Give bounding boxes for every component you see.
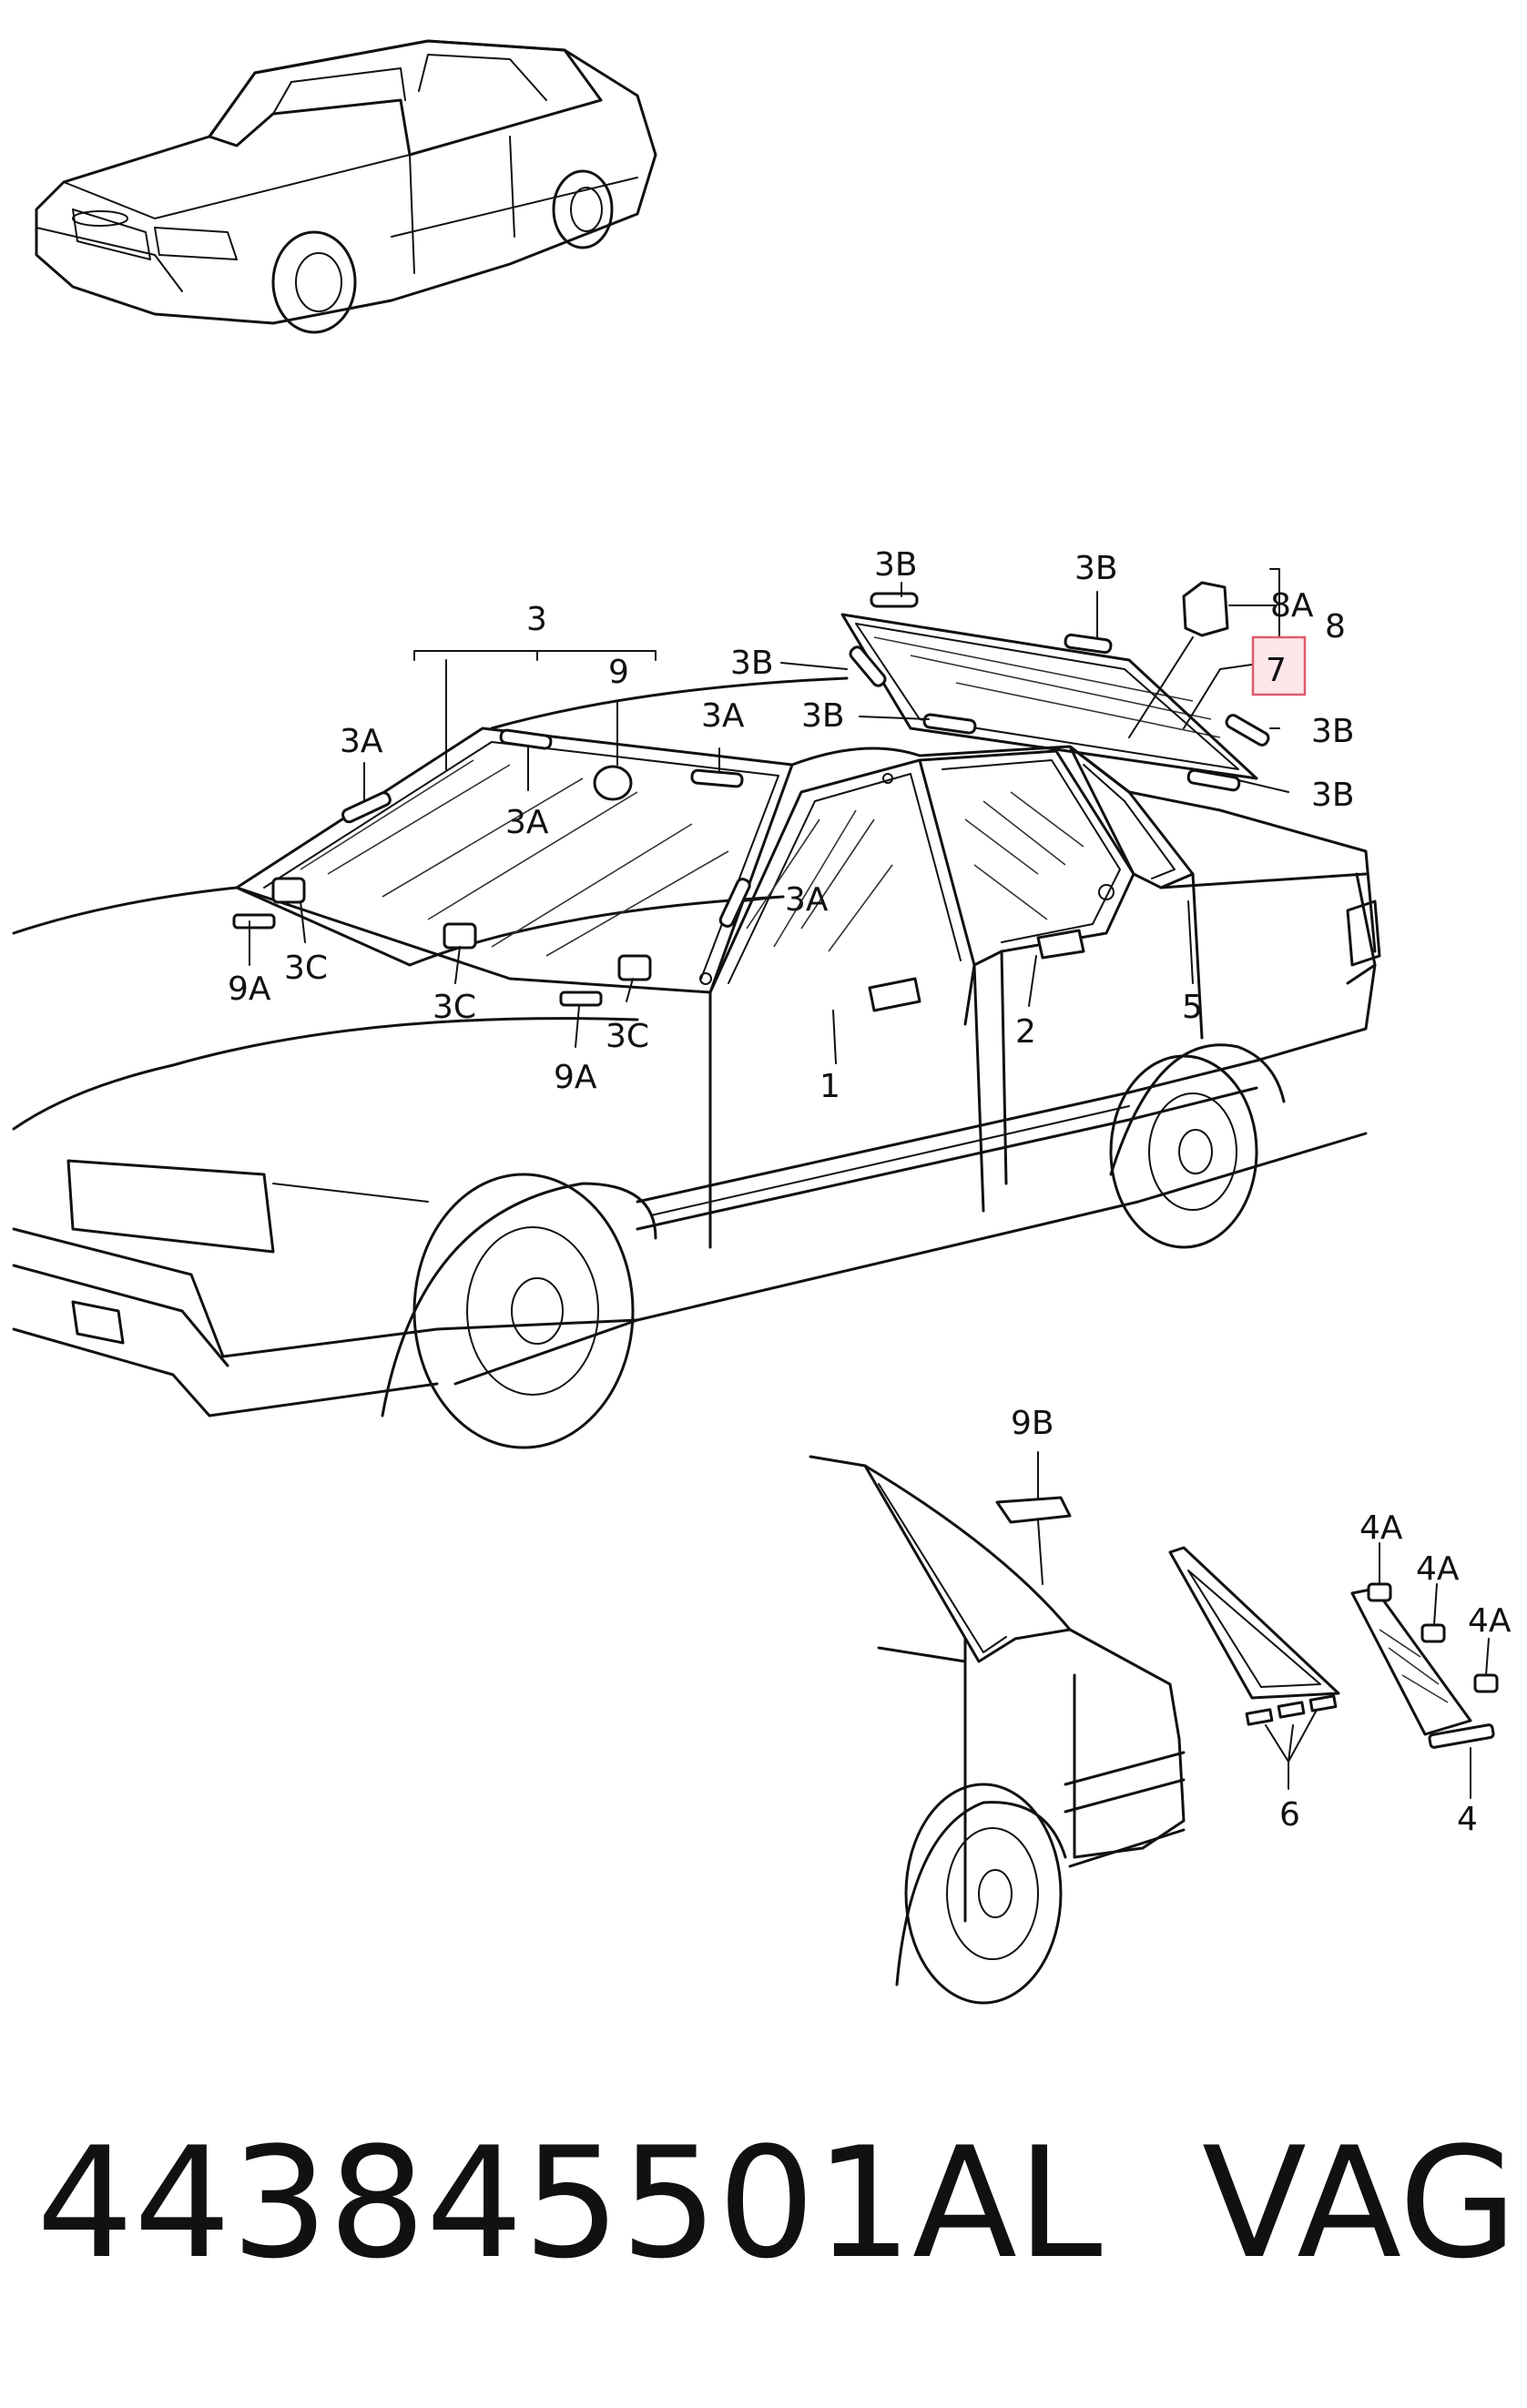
label-2: 2 — [1015, 1013, 1036, 1051]
label-4: 4 — [1457, 1801, 1478, 1838]
label-3B-right2: 3B — [1311, 777, 1355, 814]
label-9: 9 — [608, 654, 629, 691]
label-3C-mid: 3C — [433, 989, 476, 1026]
label-1: 1 — [819, 1068, 840, 1105]
label-3A-left: 3A — [340, 723, 383, 760]
label-9A-right: 9A — [554, 1059, 597, 1096]
rear-window — [840, 613, 1258, 780]
label-9B: 9B — [1011, 1405, 1054, 1442]
label-3B-left: 3B — [730, 645, 774, 682]
label-3A-door: 3A — [785, 881, 829, 919]
label-4A-2: 4A — [1416, 1550, 1460, 1588]
label-4A-1: 4A — [1359, 1509, 1403, 1547]
label-8A: 8A — [1270, 587, 1314, 625]
label-5: 5 — [1182, 989, 1203, 1026]
highlight-box — [1251, 635, 1307, 696]
label-3B-upper: 3B — [1074, 550, 1118, 587]
label-4A-3: 4A — [1468, 1602, 1512, 1640]
rear-detail-view — [809, 1451, 1499, 2005]
overview-car — [35, 39, 657, 334]
label-9A-left: 9A — [228, 970, 271, 1008]
label-3B-right1: 3B — [1311, 713, 1355, 750]
label-3C-right: 3C — [606, 1018, 649, 1055]
label-7: 7 — [1266, 652, 1287, 689]
callout-labels: 3B 3B 8A 8 3 9 3B 7 3A 3A 3A 3B 3B 3B 3A… — [228, 546, 1512, 1838]
label-3A-windshield: 3A — [505, 804, 549, 841]
main-car-body — [12, 676, 1381, 1449]
part-number: 443845501AL — [36, 2114, 1103, 2292]
glass-hatching — [300, 636, 1221, 957]
label-3B-center: 3B — [801, 697, 845, 735]
label-8: 8 — [1325, 608, 1346, 645]
label-3: 3 — [526, 601, 547, 638]
brand-name: VAG — [1202, 2114, 1518, 2292]
label-6: 6 — [1279, 1796, 1300, 1834]
small-parts — [232, 581, 1270, 1012]
label-3B-top: 3B — [874, 546, 918, 584]
label-3C-left: 3C — [284, 950, 328, 987]
footer: 443845501AL VAG — [36, 2112, 1517, 2312]
leader-lines — [249, 568, 1289, 1064]
label-3A-mid: 3A — [701, 697, 745, 735]
